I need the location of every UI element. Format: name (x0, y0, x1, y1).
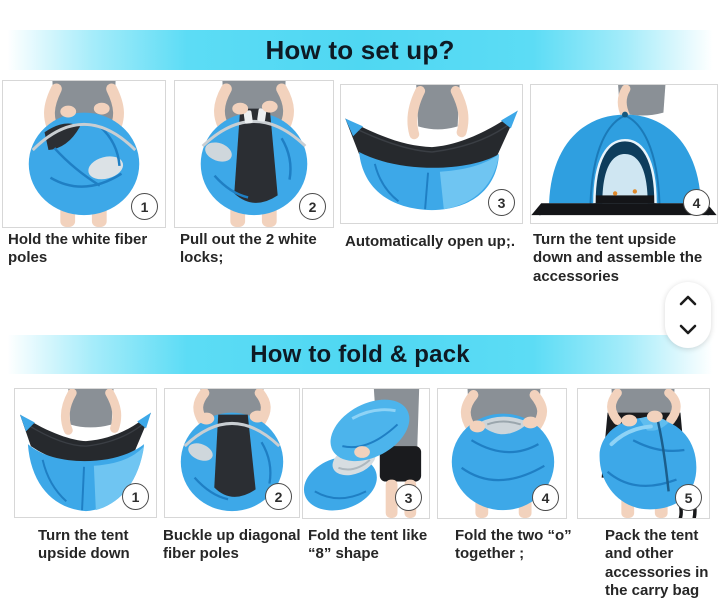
pitched-tent-illustration (531, 85, 717, 216)
fold-step3-photo: 3 (302, 388, 430, 519)
tent-upside-down-illustration (20, 389, 151, 512)
step-number-badge: 3 (395, 484, 422, 511)
setup-step4-photo: 4 (530, 84, 718, 224)
fold-step5-caption: Pack the tent and other accessories in t… (605, 527, 709, 599)
figure-eight-fold-illustration (303, 389, 422, 518)
step-number-badge: 4 (532, 484, 559, 511)
scroll-up-button[interactable] (673, 289, 703, 311)
folded-tent-buckle-illustration (180, 389, 284, 512)
chevron-down-icon (679, 324, 697, 335)
fold-step1-caption: Turn the tent upside down (38, 527, 130, 563)
carry-bag-illustration (599, 389, 697, 518)
setup-section-title: How to set up? (265, 34, 455, 65)
scroll-widget (665, 282, 711, 348)
setup-step1-caption: Hold the white fiber poles (8, 231, 148, 267)
fold-step4-caption: Fold the two “o” together ; (455, 527, 572, 563)
fold-step5-photo: 5 (577, 388, 710, 519)
step-number-badge: 1 (122, 483, 149, 510)
round-bundle-illustration (451, 389, 555, 518)
chevron-up-icon (679, 295, 697, 306)
fold-section-title: How to fold & pack (250, 340, 470, 368)
setup-step3-caption: Automatically open up;. (345, 233, 516, 250)
step-number-badge: 3 (488, 189, 515, 216)
fold-step3-caption: Fold the tent like “8” shape (308, 527, 428, 563)
step-number-badge: 1 (131, 193, 158, 220)
setup-step3-photo: 3 (340, 84, 523, 224)
step-number-badge: 5 (675, 484, 702, 511)
step-number-badge: 2 (299, 193, 326, 220)
setup-step2-photo: 2 (174, 80, 334, 228)
fold-step2-caption: Buckle up diagonal fiber poles (163, 527, 301, 563)
fold-section-banner: How to fold & pack (0, 335, 720, 374)
folded-tent-locks-illustration (200, 81, 308, 227)
setup-step1-photo: 1 (2, 80, 166, 228)
setup-step4-caption: Turn the tent upside down and assemble t… (533, 231, 703, 285)
folded-tent-hold-illustration (28, 81, 140, 227)
tent-opening-illustration (345, 85, 518, 211)
setup-step2-caption: Pull out the 2 white locks; (180, 231, 317, 267)
fold-step1-photo: 1 (14, 388, 157, 518)
step-number-badge: 2 (265, 483, 292, 510)
scroll-down-button[interactable] (673, 319, 703, 341)
setup-section-banner: How to set up? (0, 30, 720, 70)
fold-step4-photo: 4 (437, 388, 567, 519)
fold-step2-photo: 2 (164, 388, 300, 518)
step-number-badge: 4 (683, 189, 710, 216)
